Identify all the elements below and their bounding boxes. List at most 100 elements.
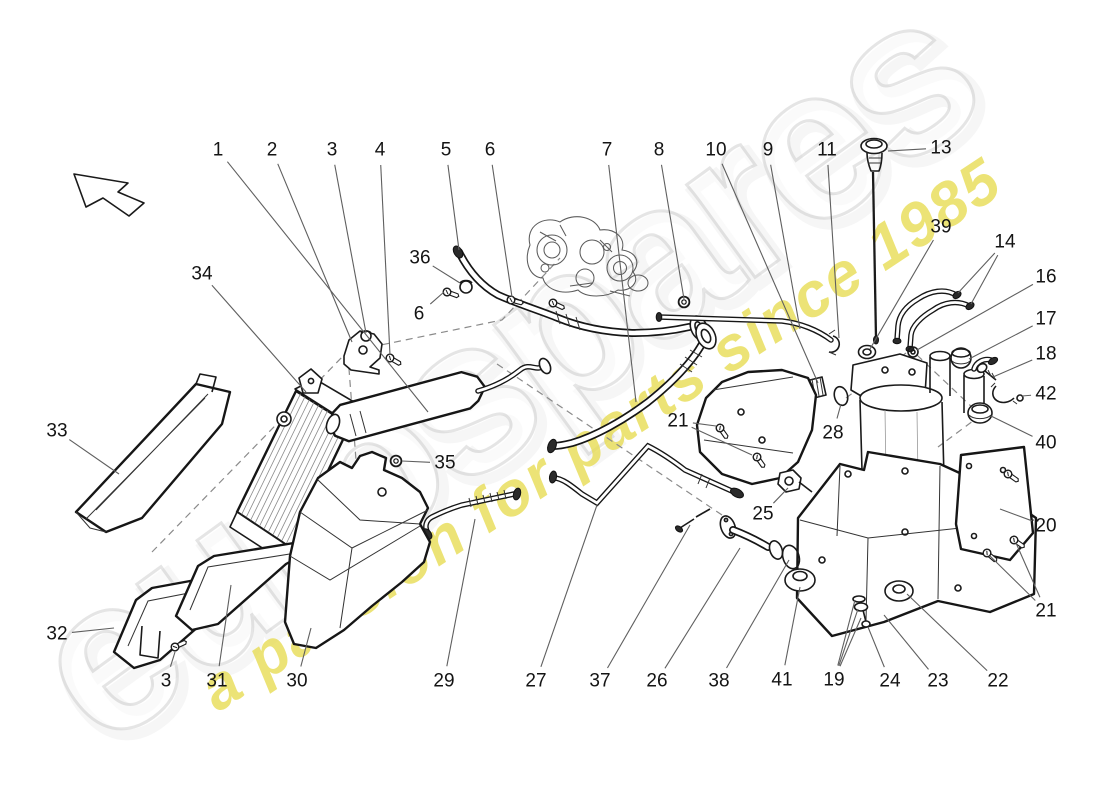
part-number-26[interactable]: 26 — [646, 671, 667, 692]
callout-5[interactable]: 5 — [441, 140, 460, 251]
part-number-24[interactable]: 24 — [879, 671, 901, 692]
callout-4[interactable]: 4 — [375, 140, 391, 356]
part-number-30[interactable]: 30 — [286, 671, 307, 692]
callout-21[interactable]: 21 — [989, 542, 1057, 622]
callout-7[interactable]: 7 — [602, 140, 637, 403]
seal-ring-28 — [833, 385, 849, 407]
part-number-36[interactable]: 36 — [409, 248, 430, 269]
part-number-3[interactable]: 3 — [327, 140, 338, 161]
part-number-17[interactable]: 17 — [1035, 309, 1056, 330]
callout-39[interactable]: 39 — [869, 217, 952, 350]
callout-29[interactable]: 29 — [433, 518, 476, 692]
intermediate-pipe-1 — [325, 357, 552, 443]
part-number-31[interactable]: 31 — [206, 671, 227, 692]
part-number-34[interactable]: 34 — [191, 264, 213, 285]
callout-34[interactable]: 34 — [191, 264, 307, 393]
part-number-35[interactable]: 35 — [434, 453, 455, 474]
part-number-25[interactable]: 25 — [752, 504, 773, 525]
part-number-29[interactable]: 29 — [433, 671, 454, 692]
part-number-37[interactable]: 37 — [589, 671, 610, 692]
callout-3[interactable]: 3 — [327, 140, 367, 334]
leader-line-19 — [837, 599, 856, 666]
part-number-1[interactable]: 1 — [213, 140, 224, 161]
return-pipe-27 — [548, 442, 744, 507]
part-number-6[interactable]: 6 — [414, 304, 425, 325]
part-number-9[interactable]: 9 — [763, 140, 774, 161]
part-number-33[interactable]: 33 — [46, 421, 67, 442]
part-number-2[interactable]: 2 — [267, 140, 278, 161]
leader-line-33 — [69, 439, 120, 475]
part-number-6[interactable]: 6 — [485, 140, 496, 161]
callout-17[interactable]: 17 — [968, 309, 1057, 360]
callout-38[interactable]: 38 — [708, 559, 790, 692]
callout-41[interactable]: 41 — [771, 586, 801, 691]
callout-1[interactable]: 1 — [213, 140, 429, 413]
callout-14[interactable]: 14 — [957, 232, 1016, 305]
part-number-21[interactable]: 21 — [1035, 601, 1056, 622]
part-number-21[interactable]: 21 — [667, 411, 688, 432]
part-number-41[interactable]: 41 — [771, 670, 792, 691]
callout-33[interactable]: 33 — [46, 421, 120, 475]
part-number-20[interactable]: 20 — [1035, 516, 1056, 537]
part-number-42[interactable]: 42 — [1035, 384, 1056, 405]
callout-25[interactable]: 25 — [752, 487, 789, 525]
part-number-18[interactable]: 18 — [1035, 344, 1056, 365]
leader-line-21 — [989, 555, 1036, 601]
callout-30[interactable]: 30 — [286, 627, 312, 692]
leader-line-5 — [447, 164, 460, 251]
part-number-27[interactable]: 27 — [525, 671, 546, 692]
callout-8[interactable]: 8 — [654, 140, 685, 300]
part-number-3[interactable]: 3 — [161, 671, 172, 692]
part-number-14[interactable]: 14 — [994, 232, 1016, 253]
callout-18[interactable]: 18 — [992, 344, 1057, 378]
leader-line-6 — [429, 291, 445, 305]
callout-40[interactable]: 40 — [990, 415, 1057, 454]
part-number-4[interactable]: 4 — [375, 140, 386, 161]
callout-24[interactable]: 24 — [867, 626, 901, 692]
callout-16[interactable]: 16 — [916, 267, 1057, 351]
part-number-11[interactable]: 11 — [817, 140, 837, 161]
callout-6[interactable]: 6 — [485, 140, 513, 298]
part-number-28[interactable]: 28 — [822, 423, 843, 444]
callout-19[interactable]: 19 — [823, 599, 862, 691]
callout-32[interactable]: 32 — [46, 624, 115, 645]
part-number-40[interactable]: 40 — [1035, 433, 1056, 454]
callout-37[interactable]: 37 — [589, 524, 691, 692]
callout-28[interactable]: 28 — [822, 403, 844, 444]
clip-16-hole — [910, 349, 916, 355]
part-number-39[interactable]: 39 — [930, 217, 951, 238]
callout-31[interactable]: 31 — [206, 584, 232, 692]
callout-13[interactable]: 13 — [887, 138, 952, 159]
part-number-7[interactable]: 7 — [602, 140, 613, 161]
callout-36[interactable]: 36 — [409, 248, 461, 284]
callout-11[interactable]: 11 — [817, 140, 840, 339]
leader-line-17 — [968, 325, 1033, 360]
part-number-10[interactable]: 10 — [705, 140, 726, 161]
callout-27[interactable]: 27 — [525, 504, 598, 692]
callout-35[interactable]: 35 — [401, 453, 456, 474]
part-number-38[interactable]: 38 — [708, 671, 729, 692]
leader-line-31 — [218, 584, 232, 667]
part-number-32[interactable]: 32 — [46, 624, 67, 645]
callout-10[interactable]: 10 — [705, 140, 819, 384]
part-number-8[interactable]: 8 — [654, 140, 665, 161]
part-number-19[interactable]: 19 — [823, 670, 844, 691]
callout-42[interactable]: 42 — [1021, 384, 1057, 405]
part-number-13[interactable]: 13 — [930, 138, 951, 159]
part-number-23[interactable]: 23 — [927, 671, 948, 692]
callout-23[interactable]: 23 — [883, 614, 949, 692]
part-number-22[interactable]: 22 — [987, 671, 1008, 692]
leader-line-3 — [334, 164, 367, 334]
callout-6[interactable]: 6 — [414, 291, 445, 325]
callout-9[interactable]: 9 — [763, 140, 801, 330]
callout-2[interactable]: 2 — [267, 140, 353, 343]
part-number-16[interactable]: 16 — [1035, 267, 1056, 288]
callout-21[interactable]: 21 — [667, 411, 753, 456]
callout-3[interactable]: 3 — [161, 651, 176, 692]
cover-plate — [954, 445, 1035, 565]
callout-22[interactable]: 22 — [906, 593, 1009, 692]
part-number-5[interactable]: 5 — [441, 140, 452, 161]
callout-20[interactable]: 20 — [999, 508, 1057, 537]
callout-26[interactable]: 26 — [646, 547, 741, 692]
leader-line-14 — [957, 252, 996, 294]
